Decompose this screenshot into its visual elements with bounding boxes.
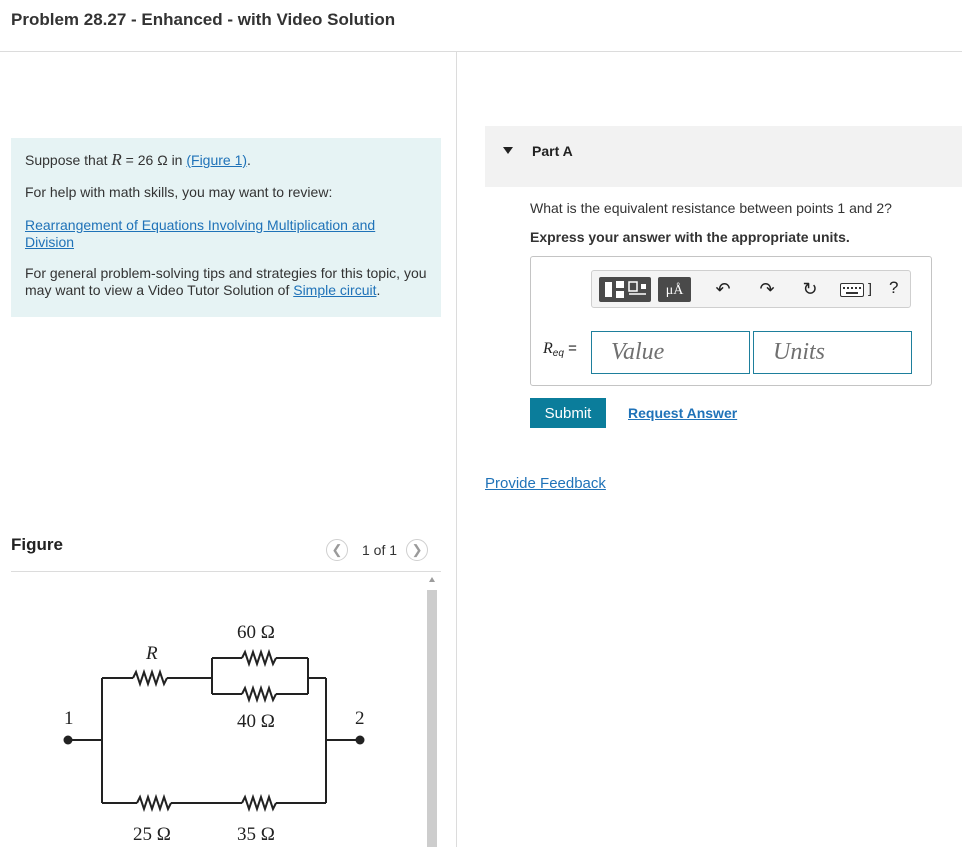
- value-input[interactable]: Value: [591, 331, 750, 374]
- resistor-variable: R: [111, 150, 122, 169]
- rearrangement-link[interactable]: Rearrangement of Equations Involving Mul…: [25, 217, 376, 250]
- label-node-2: 2: [355, 708, 365, 729]
- help-icon[interactable]: ?: [889, 278, 899, 297]
- problem-title: Problem 28.27 - Enhanced - with Video So…: [11, 10, 396, 29]
- templates-icon[interactable]: [599, 277, 651, 302]
- part-a-label: Part A: [532, 143, 573, 159]
- figure-pager: ❮ 1 of 1 ❯: [326, 538, 429, 562]
- reset-icon[interactable]: ↻: [802, 279, 818, 299]
- math-help-text: For help with math skills, you may want …: [25, 184, 333, 200]
- chevron-left-icon[interactable]: ❮: [326, 539, 348, 561]
- redo-icon[interactable]: ↷: [759, 279, 775, 299]
- undo-icon[interactable]: ↶: [715, 279, 731, 299]
- collapse-triangle-icon[interactable]: [503, 147, 513, 154]
- req-label: Req =: [543, 340, 577, 359]
- units-input[interactable]: Units: [753, 331, 912, 374]
- keyboard-icon[interactable]: [840, 283, 864, 297]
- column-divider: [456, 52, 457, 847]
- request-answer-link[interactable]: Request Answer: [628, 405, 738, 421]
- label-35: 35 Ω: [237, 824, 275, 845]
- resistor-r: [132, 668, 168, 688]
- label-40: 40 Ω: [237, 711, 275, 732]
- label-25: 25 Ω: [133, 824, 171, 845]
- keyboard-bracket: ]: [868, 280, 872, 296]
- chevron-right-icon[interactable]: ❯: [406, 539, 429, 561]
- question-text: What is the equivalent resistance betwee…: [530, 200, 892, 216]
- simple-circuit-link[interactable]: Simple circuit: [293, 282, 377, 298]
- submit-button[interactable]: Submit: [530, 398, 606, 428]
- figure-title: Figure: [11, 535, 63, 554]
- answer-box: μÅ ↶ ↷ ↻ ] ? Req = Value Units: [530, 256, 932, 386]
- part-a-header[interactable]: Part A: [485, 126, 962, 187]
- node-1-dot: [63, 735, 73, 745]
- instruction-text: Express your answer with the appropriate…: [530, 229, 850, 245]
- intro-panel: Suppose that R = 26 Ω in (Figure 1). For…: [11, 138, 441, 317]
- figure-scroll-thumb[interactable]: [427, 590, 437, 847]
- figure-divider: [11, 571, 441, 572]
- scroll-up-arrow-icon[interactable]: [429, 577, 435, 582]
- units-icon[interactable]: μÅ: [658, 277, 691, 302]
- resistor-25: [136, 793, 172, 813]
- suppose-text: Suppose that R = 26 Ω in (Figure 1).: [25, 150, 251, 169]
- resistor-35: [241, 793, 277, 813]
- figure-1-link[interactable]: (Figure 1): [186, 152, 248, 168]
- math-toolbar: μÅ ↶ ↷ ↻ ] ?: [591, 270, 911, 308]
- label-node-1: 1: [64, 708, 74, 729]
- resistor-40: [241, 684, 277, 704]
- pager-count: 1 of 1: [362, 542, 398, 558]
- node-2-dot: [355, 735, 365, 745]
- circuit-diagram: 60 Ω R 40 Ω 25 Ω 35 Ω 1 2: [63, 622, 365, 845]
- tips-text: For general problem-solving tips and str…: [25, 265, 427, 298]
- resistor-60: [241, 648, 277, 668]
- label-r: R: [145, 643, 158, 664]
- label-60: 60 Ω: [237, 622, 275, 643]
- provide-feedback-link[interactable]: Provide Feedback: [485, 475, 606, 492]
- header-divider: [0, 51, 962, 52]
